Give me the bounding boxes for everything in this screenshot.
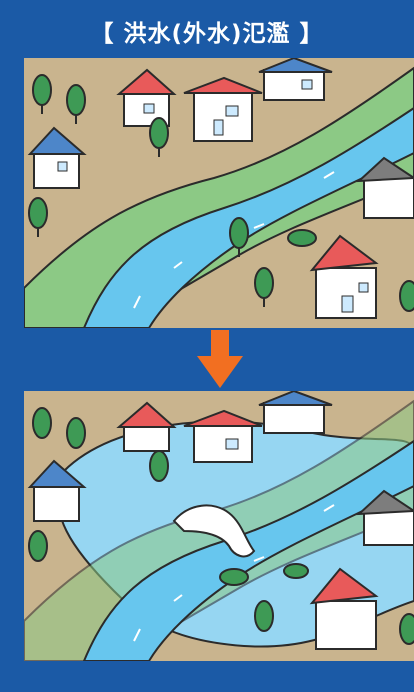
tree <box>254 600 274 632</box>
house-red-1 <box>116 401 177 452</box>
page-title: 【 洪水(外水)氾濫 】 <box>90 21 324 47</box>
tree <box>32 407 52 439</box>
house-gray-right <box>356 156 414 219</box>
bush <box>287 229 317 247</box>
tree <box>28 530 48 562</box>
house-red-2 <box>183 76 263 142</box>
tree <box>399 613 414 645</box>
bush <box>219 568 249 586</box>
tree <box>149 450 169 482</box>
tree <box>229 217 249 257</box>
after-flood-illustration <box>24 391 414 661</box>
house-red-bottom <box>309 234 379 319</box>
house-blue-left <box>27 459 87 522</box>
tree <box>399 280 414 312</box>
before-flood-illustration <box>24 58 414 328</box>
house-blue-left <box>27 126 87 189</box>
house-red-2 <box>183 409 263 463</box>
house-blue-top <box>258 391 333 434</box>
house-red-bottom <box>309 567 379 650</box>
tree <box>66 417 86 449</box>
tree <box>149 117 169 157</box>
tree <box>28 197 48 237</box>
tree <box>66 84 86 124</box>
tree <box>254 267 274 307</box>
house-blue-top <box>258 58 333 101</box>
bush <box>283 563 309 579</box>
down-arrow-icon <box>197 330 243 388</box>
house-gray-right <box>356 489 414 546</box>
tree <box>32 74 52 114</box>
